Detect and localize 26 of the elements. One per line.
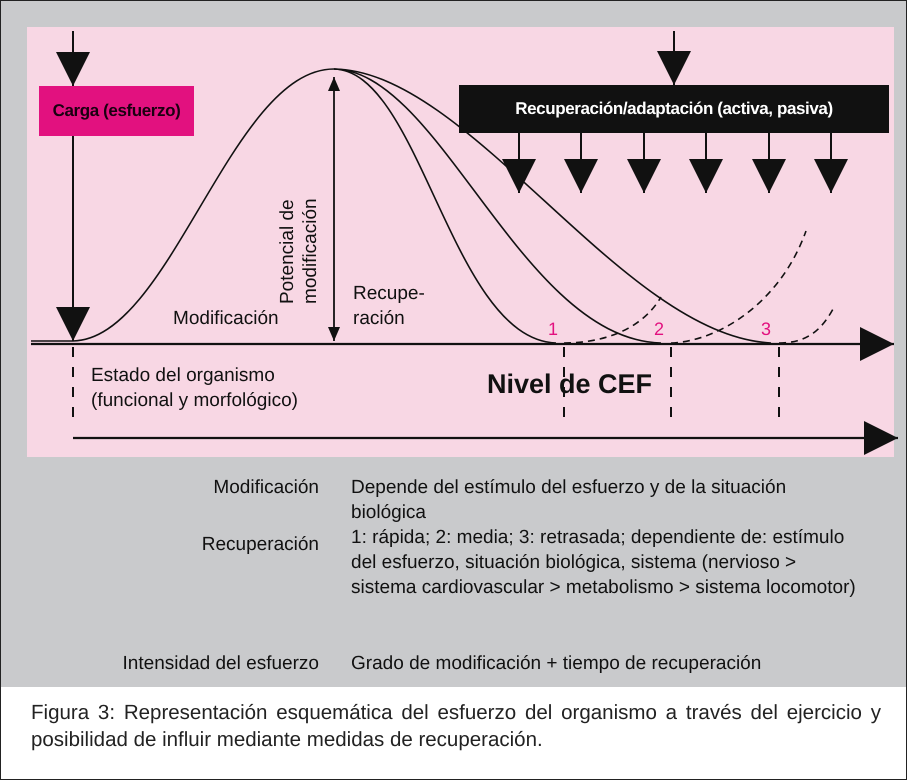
table-cell-text: 1: rápida; 2: media; 3: retrasada; dependiente de: estímulo del esfuerzo, situación biológica, sistema (nervioso > sistema cardiovascular > metabolismo > sistema locomotor) bbox=[351, 526, 856, 600]
marker-number: 1 bbox=[548, 318, 560, 341]
arrow bbox=[564, 133, 598, 193]
arrow bbox=[56, 136, 90, 341]
curve-label: Modificación bbox=[173, 307, 280, 331]
arrow bbox=[627, 133, 661, 193]
axis-label: Estado del organismo (funcional y morfológico) bbox=[91, 364, 299, 413]
load-box: Carga (esfuerzo) bbox=[39, 86, 194, 136]
arrow bbox=[689, 133, 723, 193]
table-cell-text: Recuperación bbox=[200, 533, 319, 557]
caption: Figura 3: Representación esquemática del esfuerzo del organismo a través del ejercicio y posibilidad de influir mediante medidas de recuperación. bbox=[31, 700, 881, 753]
marker-number: 3 bbox=[761, 318, 772, 341]
table-cell-text: Intensidad del esfuerzo bbox=[122, 652, 319, 676]
table-cell-text: Depende del estímulo del esfuerzo y de la situación biológica bbox=[351, 476, 788, 525]
recovery-box: Recuperación/adaptación (activa, pasiva) bbox=[459, 85, 889, 133]
arrow bbox=[752, 133, 786, 193]
arrow bbox=[502, 133, 536, 193]
axis-label: Nivel de CEF bbox=[487, 368, 654, 400]
arrow bbox=[657, 31, 691, 85]
marker-number: 2 bbox=[654, 318, 666, 341]
arrow bbox=[56, 31, 90, 86]
table-cell-text: Grado de modificación + tiempo de recuperación bbox=[351, 652, 762, 676]
axis-label: Potencial de modificación bbox=[276, 197, 322, 304]
arrow bbox=[814, 133, 848, 193]
curve-label: Recupe- ración bbox=[353, 282, 426, 331]
table-cell-text: Modificación bbox=[212, 476, 319, 500]
